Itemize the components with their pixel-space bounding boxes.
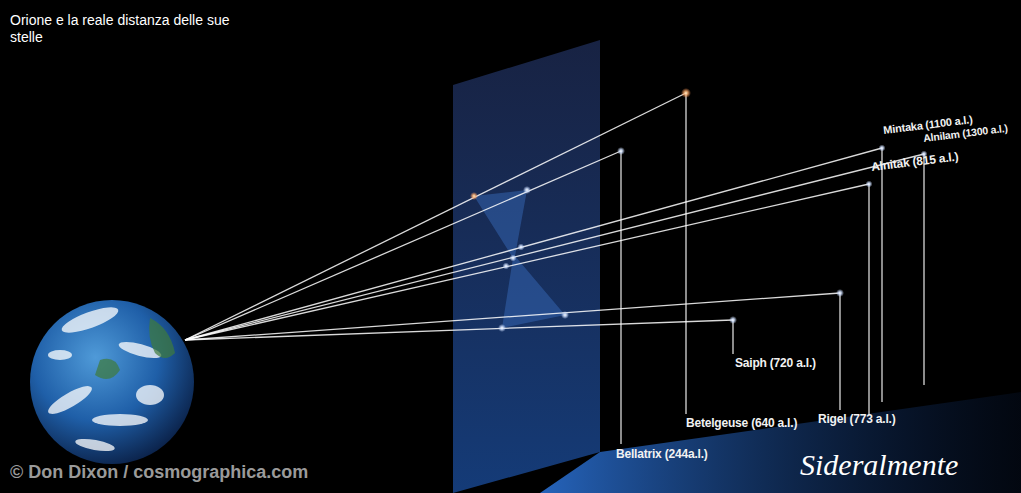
projected-stars [470, 186, 569, 332]
brand-signature: Sideralmente [800, 448, 958, 482]
earth-land [95, 318, 175, 379]
constellation-shape [474, 190, 565, 328]
floor-plane [540, 392, 1021, 493]
star-label: Alnitak (815 a.l.) [870, 149, 959, 174]
star-label: Bellatrix (244a.l.) [616, 447, 708, 461]
star-label: Saiph (720 a.l.) [735, 356, 816, 370]
real-stars [617, 88, 928, 324]
diagram-title: Orione e la reale distanza delle sue ste… [10, 12, 260, 46]
star-label: Rigel (773 a.l.) [818, 412, 896, 426]
earth-clouds [45, 302, 164, 453]
earth [30, 300, 194, 464]
star-label: Betelgeuse (640 a.l.) [686, 416, 797, 430]
copyright-watermark: © Don Dixon / cosmographica.com [10, 462, 308, 483]
drop-lines [621, 93, 924, 444]
sight-lines [185, 93, 924, 340]
